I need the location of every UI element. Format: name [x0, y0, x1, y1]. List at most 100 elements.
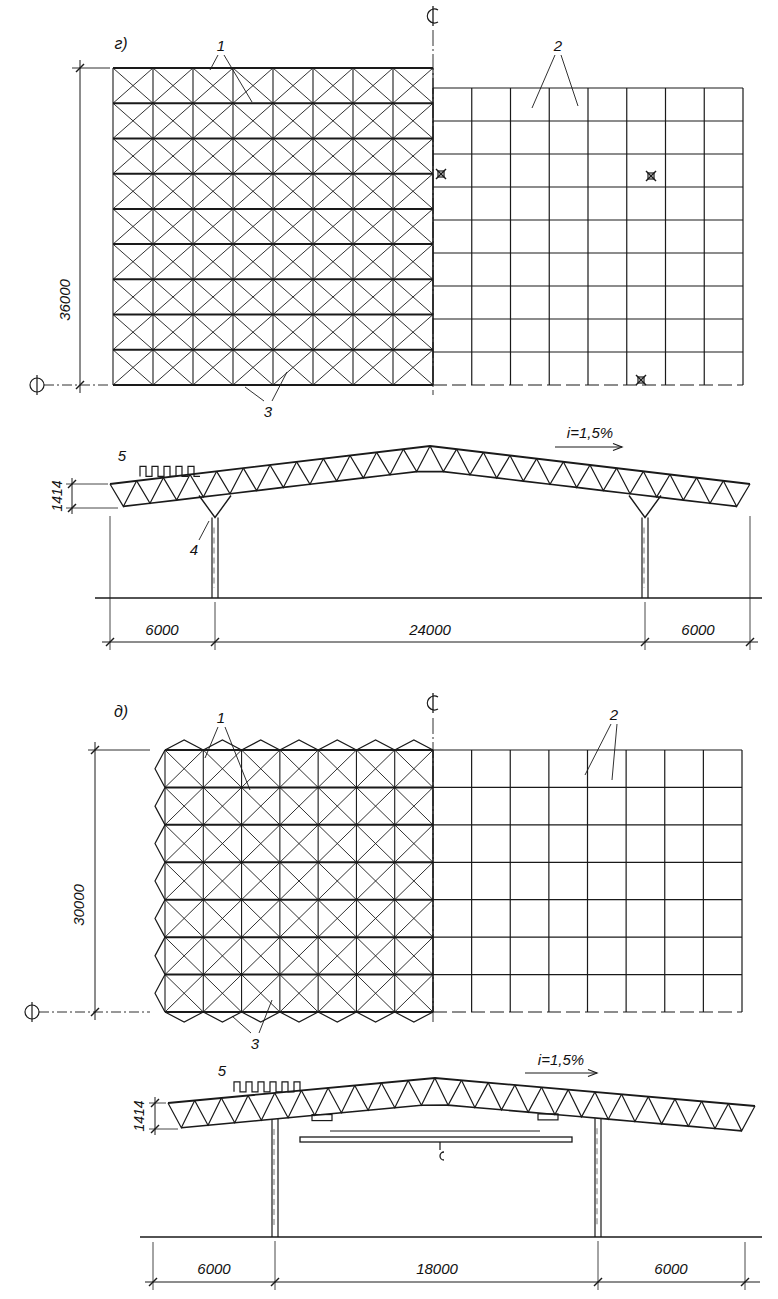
drawing-line: [273, 279, 313, 314]
drawing-line: [433, 1011, 742, 1012]
dimension: 30000: [71, 884, 86, 926]
extension-line: [149, 1103, 166, 1104]
drawing-line: [203, 862, 241, 899]
drawing-line: [352, 68, 353, 385]
drawing-line: [313, 138, 353, 173]
drawing-line: [636, 375, 646, 385]
drawing-line: [395, 787, 433, 824]
drawing-line: [395, 975, 433, 1012]
drawing-line: [233, 68, 273, 103]
truss-web: [408, 1078, 435, 1105]
drawing-line: [433, 974, 742, 975]
drawing-line: [153, 279, 193, 314]
drawing-line: [280, 975, 318, 1012]
drawing-line: [353, 209, 393, 244]
truss-web: [430, 446, 457, 472]
drawing-line: [318, 750, 356, 787]
edge-zigzag: [280, 1012, 318, 1022]
drawing-line: [433, 153, 743, 154]
drawing-line: [113, 209, 153, 244]
dimension-tick: [741, 1278, 749, 1286]
drawing-line: [203, 900, 241, 937]
edge-zigzag: [318, 740, 356, 750]
drawing-line: [152, 68, 153, 385]
drawing-line: [280, 862, 318, 899]
drawing-line: [353, 174, 393, 209]
drawing-line: [273, 103, 313, 138]
drawing-line: [165, 824, 433, 826]
drawing-line: [273, 279, 313, 314]
drawing-line: [393, 209, 433, 244]
drawing-line: [165, 787, 203, 824]
drawing-line: [153, 315, 193, 350]
drawing-line: [433, 252, 743, 253]
truss-web: [568, 1090, 595, 1117]
drawing-line: [273, 138, 313, 173]
drawing-line: [433, 351, 743, 352]
drawing-line: [153, 103, 193, 138]
drawing-line: [318, 750, 356, 787]
drawing-line: [113, 315, 153, 350]
drawing-line: [233, 350, 273, 385]
drawing-line: [353, 315, 393, 350]
edge-zigzag: [155, 975, 165, 1012]
truss-web: [595, 1092, 622, 1119]
edge-zigzag: [155, 862, 165, 899]
drawing-line: [393, 209, 433, 244]
drawing-line: [242, 825, 280, 862]
edge-zigzag: [242, 1012, 280, 1022]
drawing-line: [153, 174, 193, 209]
plan-top: [30, 6, 743, 401]
drawing-line: [318, 787, 356, 824]
dimension-line: [95, 742, 96, 1020]
drawing-line: [356, 750, 394, 787]
drawing-line: [233, 279, 273, 314]
drawing-line: [356, 937, 394, 974]
drawing-line: [318, 825, 356, 862]
dimension-tick: [594, 1278, 602, 1286]
drawing-line: [636, 375, 646, 385]
drawing-line: [193, 138, 233, 173]
truss-web: [542, 1087, 569, 1114]
drawing-line: [242, 750, 280, 787]
truss-web: [537, 459, 564, 485]
drawing-line: [703, 750, 704, 1012]
drawing-line: [626, 750, 627, 1012]
drawing-line: [113, 208, 433, 210]
drawing-line: [113, 103, 153, 138]
drawing-line: [280, 787, 318, 824]
drawing-line: [113, 103, 153, 138]
dimension-tick: [211, 638, 219, 646]
drawing-line: [318, 750, 319, 1012]
truss-web: [510, 456, 537, 482]
callout-number: 3: [251, 1036, 259, 1051]
dimension: 6000: [654, 1261, 687, 1276]
dimension-tick: [68, 504, 76, 512]
drawing-line: [203, 937, 241, 974]
dimension-tick: [151, 1099, 159, 1107]
drawing-line: [153, 350, 193, 385]
drawing-line: [280, 900, 318, 937]
axis-line: [39, 1012, 150, 1013]
drawing-line: [313, 209, 353, 244]
drawing-line: [193, 103, 233, 138]
drawing-line: [393, 244, 433, 279]
drawing-line: [193, 209, 233, 244]
drawing-line: [153, 244, 193, 279]
dimension-tick: [76, 64, 84, 72]
drawing-line: [353, 244, 393, 279]
slope-label: i=1,5%: [538, 1052, 584, 1067]
drawing-line: [433, 899, 742, 900]
truss-web: [248, 1093, 275, 1120]
drawing-line: [232, 68, 233, 385]
drawing-line: [193, 174, 233, 209]
figure-letter: г): [114, 36, 127, 52]
leader-line: [205, 727, 218, 758]
drawing-line: [433, 120, 743, 121]
crane-support: [312, 1115, 332, 1121]
drawing-line: [193, 103, 233, 138]
dimension: 6000: [197, 1261, 230, 1276]
dimension: 18000: [416, 1261, 458, 1276]
drawing-line: [280, 937, 318, 974]
